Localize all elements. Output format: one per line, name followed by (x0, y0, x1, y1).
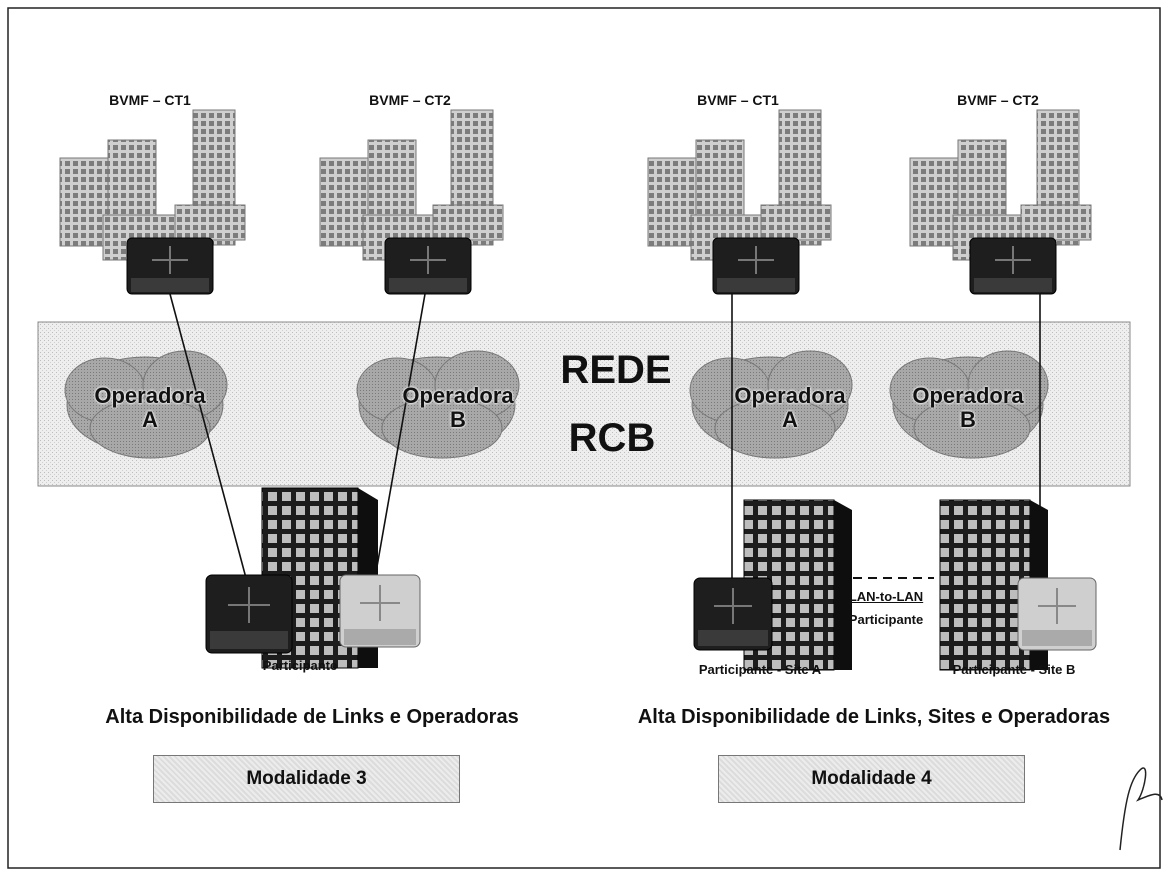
building-m3-ct2 (319, 109, 504, 261)
cloud-label-line1: Operadora (94, 383, 206, 408)
cloud-operadora-a-m3 (64, 350, 228, 459)
site-title-m4-ct2: BVMF – CT2 (957, 92, 1039, 108)
caption-m3: Alta Disponibilidade de Links e Operador… (105, 706, 519, 728)
signature-mark (1119, 767, 1163, 851)
modality-label-m3: Modalidade 3 (246, 768, 367, 789)
cloud-label-operadora-a-m3: Operadora A (94, 384, 205, 432)
site-title-m4-ct1: BVMF – CT1 (697, 92, 779, 108)
cloud-label-line2: B (960, 407, 976, 432)
network-label-rede: REDE (560, 348, 672, 392)
modality-box-m4: Modalidade 4 (718, 755, 1025, 803)
site-title-m3-ct1: BVMF – CT1 (109, 92, 191, 108)
participant-router-site-a (693, 577, 773, 651)
cloud-label-line1: Operadora (734, 383, 846, 408)
participant-label-site-a: Participante - Site A (698, 662, 822, 677)
lan-participant-label: Participante (848, 612, 924, 627)
modality-label-m4: Modalidade 4 (811, 768, 932, 789)
cloud-label-operadora-b-m4: Operadora B (912, 384, 1023, 432)
participant-label-m3: Participante (262, 658, 338, 673)
cloud-operadora-b-m4 (889, 350, 1049, 459)
participant-label-site-b: Participante - Site B (952, 662, 1076, 677)
participant-router-site-b (1017, 577, 1097, 651)
cloud-label-operadora-b-m3: Operadora B (402, 384, 513, 432)
router-m3-ct2 (384, 237, 472, 295)
building-m4-ct2 (909, 109, 1092, 261)
cloud-label-operadora-a-m4: Operadora A (734, 384, 845, 432)
router-m4-ct1 (712, 237, 800, 295)
lan-to-lan-label: LAN-to-LAN (848, 589, 924, 604)
page-frame (7, 7, 1161, 869)
cloud-operadora-b-m3 (356, 350, 520, 459)
router-m3-ct1 (126, 237, 214, 295)
network-label-rcb: RCB (568, 416, 656, 460)
cloud-label-line2: B (450, 407, 466, 432)
participant-router-m3-left (205, 574, 293, 654)
caption-m4: Alta Disponibilidade de Links, Sites e O… (637, 706, 1111, 728)
modality-box-m3: Modalidade 3 (153, 755, 460, 803)
link-m3-ct1 (169, 293, 247, 579)
cloud-label-line2: A (782, 407, 798, 432)
link-m3-ct2 (374, 293, 426, 579)
cloud-label-line2: A (142, 407, 158, 432)
cloud-operadora-a-m4 (689, 350, 853, 459)
participant-router-m3-right (339, 574, 421, 648)
router-m4-ct2 (969, 237, 1057, 295)
cloud-label-line1: Operadora (912, 383, 1024, 408)
site-title-m3-ct2: BVMF – CT2 (369, 92, 451, 108)
cloud-label-line1: Operadora (402, 383, 514, 408)
participant-building-site-b (939, 499, 1048, 671)
